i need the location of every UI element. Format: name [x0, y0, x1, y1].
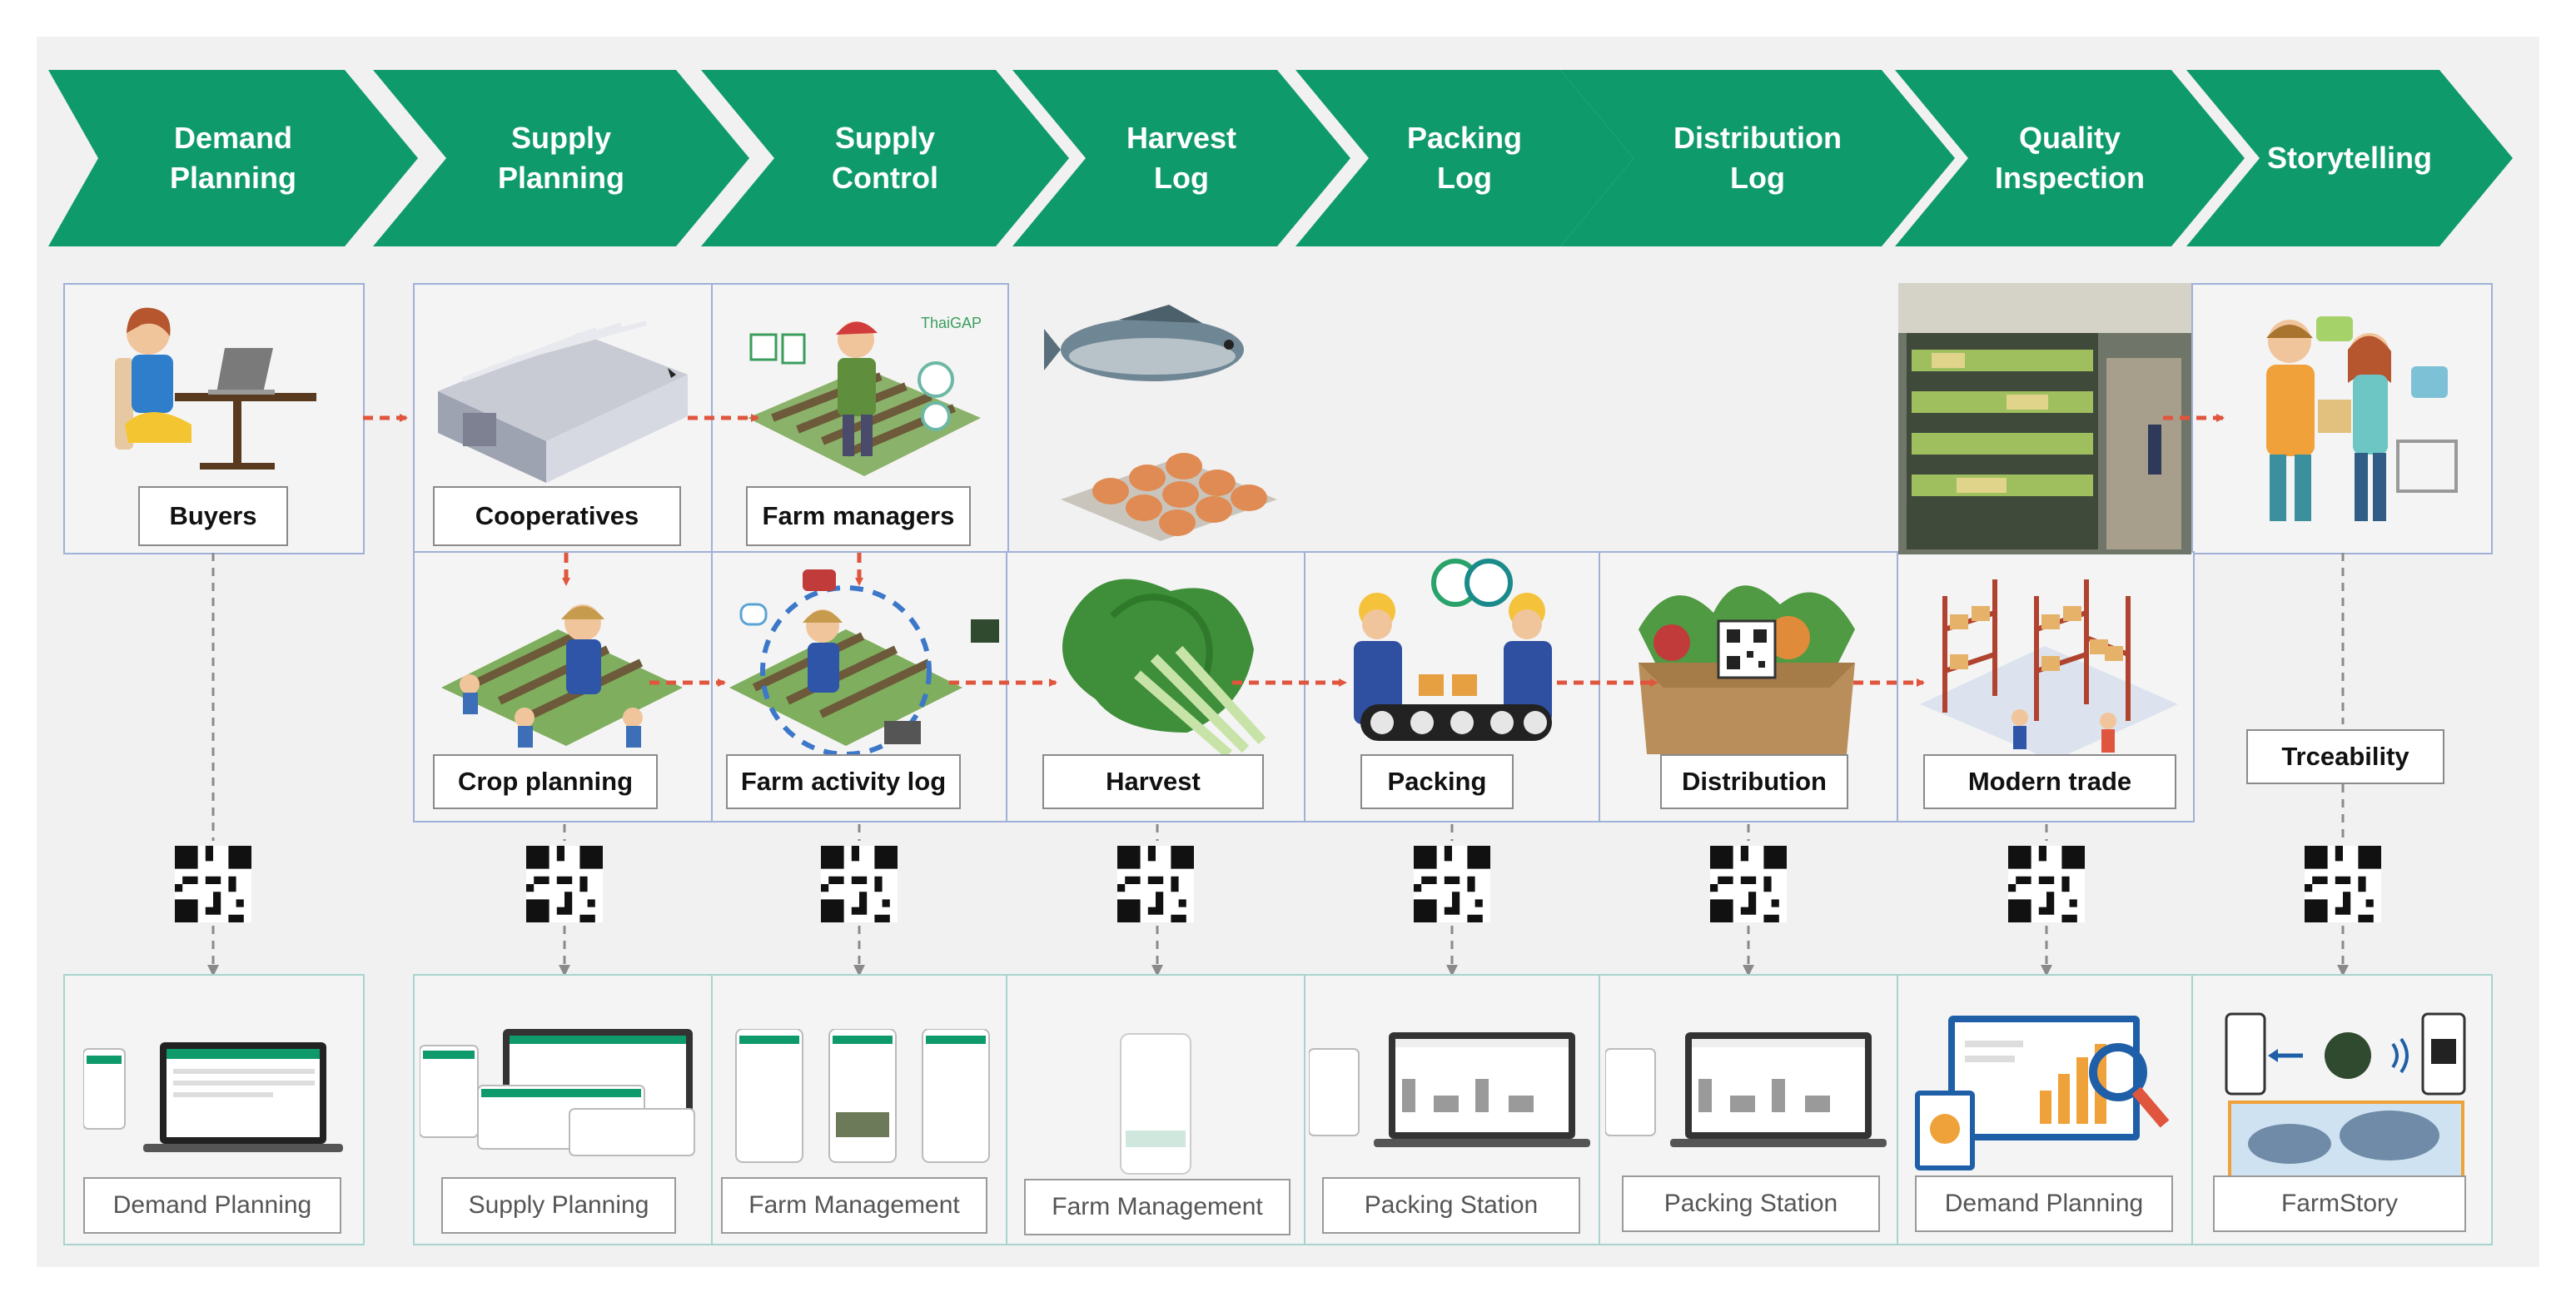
stage-line2: Log — [1730, 161, 1785, 195]
qr-code-icon — [1117, 846, 1194, 922]
buyer-at-desk-illustration — [115, 307, 316, 470]
qr-code-icon — [526, 846, 603, 922]
crop-planning-label: Crop planning — [433, 754, 658, 809]
laptop-and-tablet-mockup — [420, 1029, 695, 1156]
warehouse-illustration — [438, 321, 688, 483]
crop-planning-illustration — [441, 604, 683, 748]
stage-line1: Storytelling — [2266, 141, 2433, 175]
buyers-label: Buyers — [138, 486, 288, 546]
platform-label: Farm Management — [721, 1177, 987, 1234]
qr-code-icon — [1710, 846, 1787, 922]
leafy-vegetable-illustration — [1062, 579, 1266, 758]
stage-line1: Supply — [834, 121, 935, 155]
stage-line2: Control — [832, 161, 938, 195]
stage-line1: Supply — [510, 121, 611, 155]
qr-code-icon — [821, 846, 898, 922]
stage-line1: Quality — [2018, 121, 2121, 155]
laptop-packing-mockup — [1605, 1032, 1887, 1147]
harvest-label: Harvest — [1042, 754, 1264, 809]
stage-line1: Packing — [1406, 121, 1523, 155]
stage-line2: Log — [1154, 161, 1209, 195]
supermarket-photo — [1898, 283, 2191, 554]
stage-line1: Demand — [173, 121, 293, 155]
analytics-dashboard-mockup — [1915, 1016, 2170, 1170]
stage-line2: Log — [1437, 161, 1492, 195]
vegetable-box-illustration — [1639, 585, 1855, 754]
laptop-and-phone-mockup — [83, 1042, 343, 1152]
traceability-map-mockup — [2225, 1012, 2466, 1187]
platform-label: Supply Planning — [441, 1177, 676, 1234]
phone-mockup — [1120, 1033, 1191, 1175]
stage-line2: Planning — [498, 161, 624, 195]
platform-label: Farm Management — [1024, 1179, 1290, 1235]
modern-trade-label: Modern trade — [1923, 754, 2176, 809]
stage-line1: Harvest — [1126, 121, 1237, 155]
svg-text:ThaiGAP: ThaiGAP — [921, 315, 982, 331]
stage-line2: Planning — [170, 161, 296, 195]
farm-activity-log-label: Farm activity log — [726, 754, 961, 809]
farm-activity-illustration — [729, 569, 999, 754]
platform-label: Demand Planning — [83, 1177, 341, 1234]
farm-managers-label: Farm managers — [746, 486, 971, 546]
platform-label: Packing Station — [1322, 1177, 1580, 1234]
cooperatives-label: Cooperatives — [433, 486, 681, 546]
distribution-label: Distribution — [1660, 754, 1848, 809]
consumers-illustration — [2266, 316, 2458, 521]
stage-line1: Distribution — [1673, 121, 1842, 155]
farm-manager-illustration: ThaiGAP — [748, 315, 982, 476]
qr-code-icon — [1414, 846, 1490, 922]
traceability-label: Trceability — [2246, 729, 2444, 784]
platform-label: Packing Station — [1622, 1175, 1880, 1232]
laptop-packing-mockup — [1309, 1032, 1590, 1147]
platform-label: Demand Planning — [1915, 1175, 2173, 1232]
stage-line2: Inspection — [1994, 161, 2146, 195]
qr-code-icon — [2305, 846, 2381, 922]
qr-code-icon — [2008, 846, 2085, 922]
fish-and-eggs-illustration — [1044, 305, 1277, 541]
stage-storytelling: Storytelling — [2186, 70, 2513, 246]
platform-label: FarmStory — [2213, 1175, 2466, 1232]
packing-label: Packing — [1360, 754, 1514, 809]
packing-workers-illustration — [1354, 559, 1552, 741]
qr-code-icon — [175, 846, 251, 922]
warehouse-shelves-illustration — [1920, 579, 2178, 761]
three-phones-mockup — [735, 1029, 990, 1163]
